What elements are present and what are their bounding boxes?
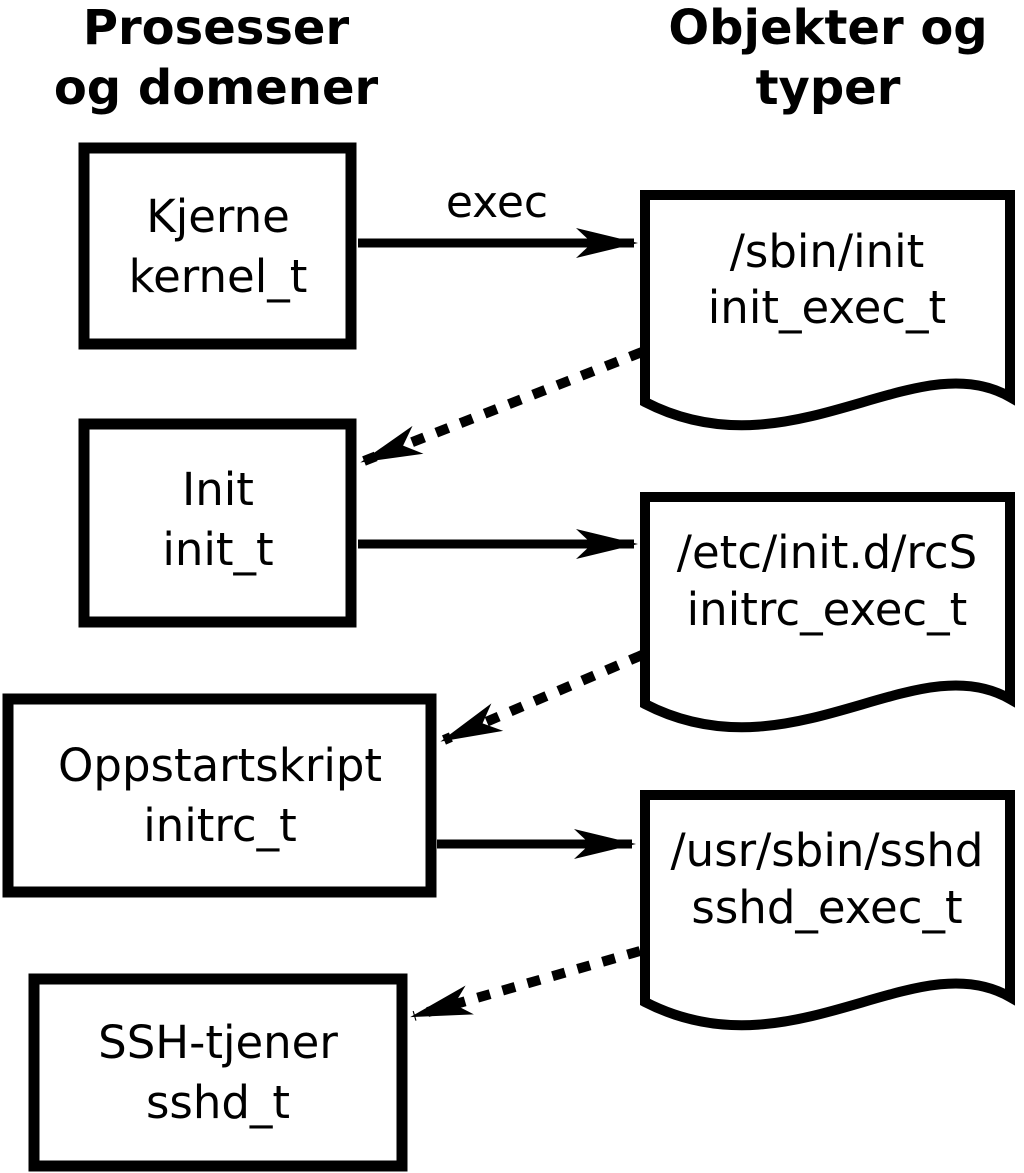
right-column-header-line1: Objekter og — [668, 0, 987, 56]
transition-arrow-sshd-binary-to-sshd-domain — [410, 946, 642, 1021]
left-column-header-line2: og domener — [54, 60, 379, 116]
process-box-initrc — [2, 693, 437, 898]
object-type-init-binary: init_exec_t — [708, 281, 946, 334]
exec-arrow-label: exec — [446, 177, 548, 228]
right-column-header-line2: typer — [756, 60, 901, 116]
object-path-init-binary: /sbin/init — [730, 225, 925, 278]
process-name-initrc: Oppstartskript — [58, 739, 382, 792]
object-doc-rcs-script — [640, 492, 1015, 733]
left-column-header-line1: Prosesser — [83, 0, 350, 56]
object-path-rcs-script: /etc/init.d/rcS — [677, 526, 977, 579]
object-path-sshd-binary: /usr/sbin/sshd — [671, 824, 984, 877]
process-type-sshd: sshd_t — [146, 1076, 290, 1129]
process-box-sshd — [28, 973, 408, 1172]
object-doc-init-binary — [640, 190, 1015, 431]
object-type-rcs-script: initrc_exec_t — [687, 583, 968, 636]
process-box-kernel — [78, 142, 357, 350]
process-name-init: Init — [182, 463, 254, 516]
transition-arrow-rcs-script-to-initrc-domain — [440, 650, 644, 745]
process-type-initrc: initrc_t — [143, 799, 297, 852]
process-box-init — [78, 418, 357, 628]
process-type-init: init_t — [162, 523, 273, 576]
process-name-sshd: SSH-tjener — [98, 1016, 338, 1069]
object-type-sshd-binary: sshd_exec_t — [691, 881, 962, 934]
process-name-kernel: Kjerne — [146, 190, 290, 243]
transition-arrow-init-binary-to-init-domain — [360, 347, 644, 466]
object-doc-sshd-binary — [640, 790, 1015, 1031]
process-type-kernel: kernel_t — [129, 250, 308, 303]
